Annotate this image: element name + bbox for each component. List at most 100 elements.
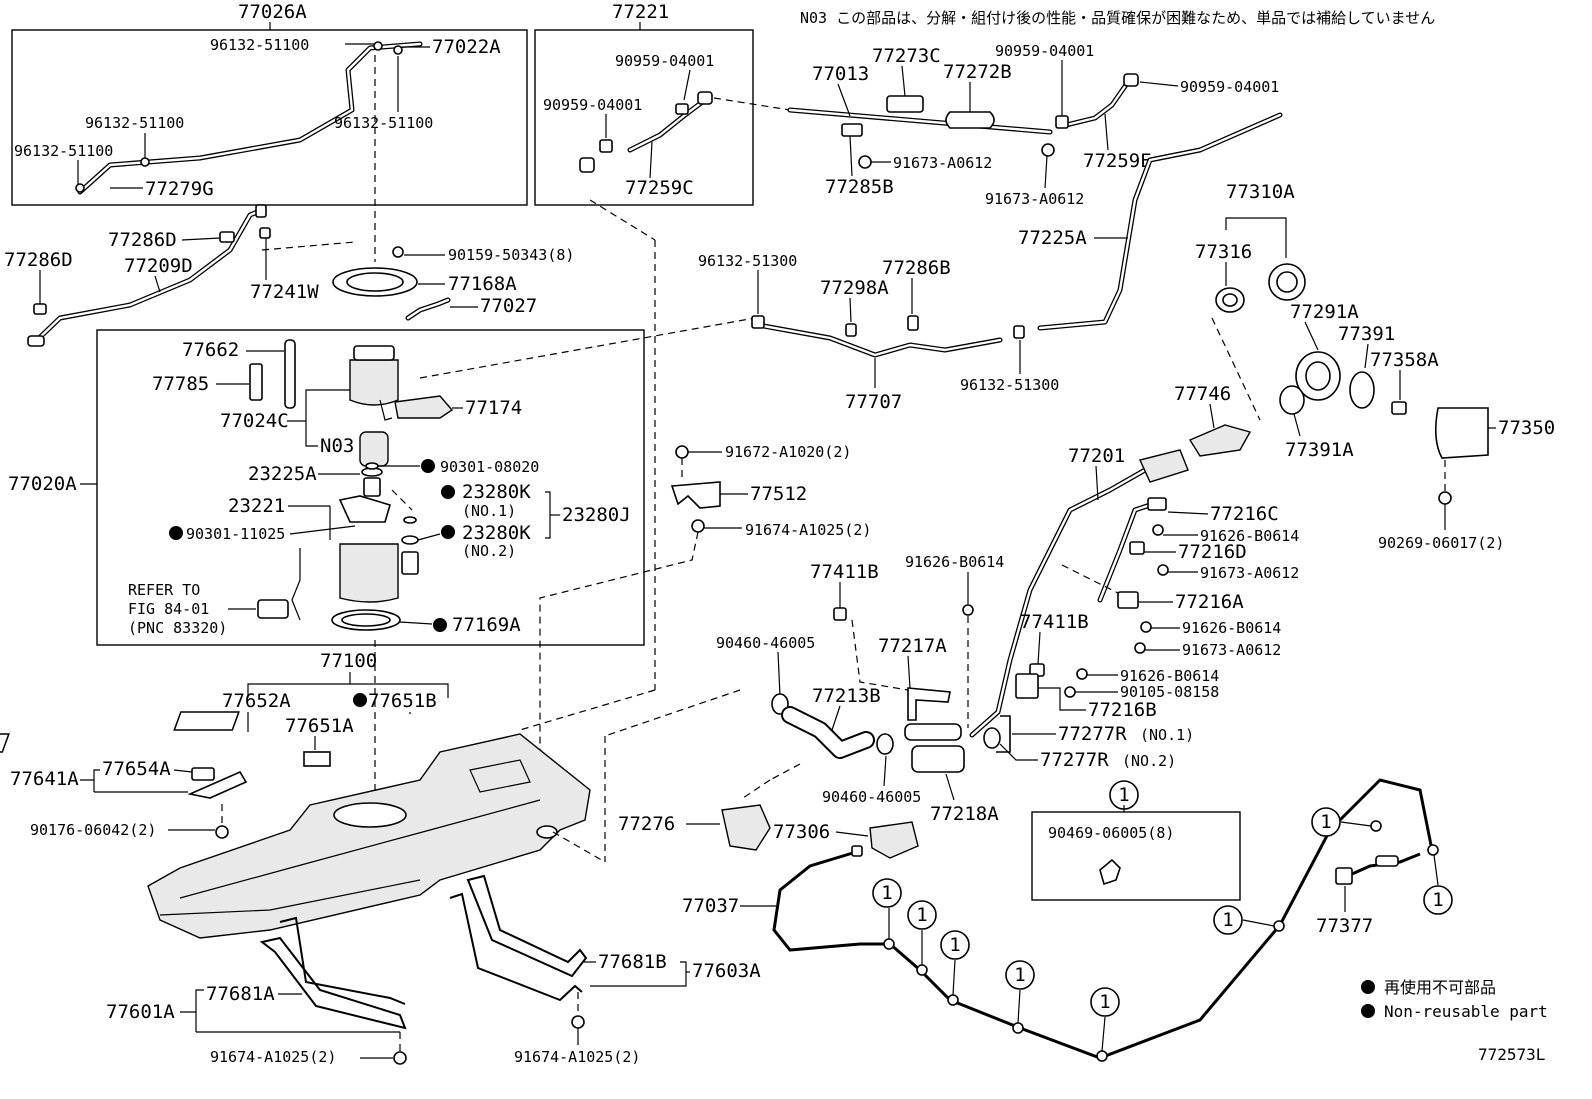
legend-marker-en <box>1361 1004 1375 1018</box>
label-96132-51100-d: 96132-51100 <box>14 142 113 160</box>
part-77651B <box>173 711 240 731</box>
label-96132-51300-a: 96132-51300 <box>698 252 797 270</box>
part-77641A <box>187 770 248 799</box>
label-90959-04001-b: 90959-04001 <box>543 96 642 114</box>
group-77310A: 77310A 77316 77291A 77391 77358A 77350 9… <box>1174 181 1555 552</box>
label-77168A: 77168A <box>448 273 517 295</box>
label-77027: 77027 <box>480 295 537 317</box>
label-77259C: 77259C <box>625 177 694 199</box>
group-box-77020A <box>96 329 645 646</box>
label-90159-50343: 90159-50343(8) <box>448 246 574 264</box>
label-77641A: 77641A <box>10 768 79 790</box>
ref-callout-leader-7 <box>1242 919 1275 927</box>
label-77024C: 77024C <box>220 410 289 432</box>
group-77013: 77013 77273C 77272B 90959-04001 90959-04… <box>713 42 1279 208</box>
part-77276 <box>721 804 771 851</box>
part-77100-fuel-tank <box>147 733 591 939</box>
label-91673-A0612-a: 91673-A0612 <box>893 154 992 172</box>
label-96132-51300-b: 96132-51300 <box>960 376 1059 394</box>
label-77259E: 77259E <box>1083 150 1152 172</box>
label-77216D: 77216D <box>1178 541 1247 563</box>
ref-callout-leader-4 <box>952 959 956 996</box>
label-77272B: 77272B <box>943 61 1012 83</box>
part-77651A <box>303 751 331 767</box>
group-box-77221 <box>534 29 754 206</box>
group-77512: 91672-A1020(2) 77512 91674-A1025(2) <box>539 443 871 790</box>
ref-callout-label-3: 1 <box>916 904 927 926</box>
ref-callout-circle-4 <box>940 930 970 960</box>
label-77654A: 77654A <box>102 758 171 780</box>
ref-callout-circle-3 <box>907 900 937 930</box>
part-N03 <box>359 431 389 467</box>
part-77377-connector <box>1335 867 1353 885</box>
label-77391: 77391 <box>1338 323 1395 345</box>
label-77217A: 77217A <box>878 635 947 657</box>
label-90176-06042: 90176-06042(2) <box>30 821 156 839</box>
ref-callout-leader-9 <box>1433 854 1439 886</box>
part-77272B <box>945 111 995 129</box>
group-straps: 77681A 77601A 91674-A1025(2) 77681B 7760… <box>106 874 761 1066</box>
label-23225A: 23225A <box>248 463 317 485</box>
label-77013: 77013 <box>812 63 869 85</box>
part-77746 <box>1188 424 1252 457</box>
group-77377: 77377 <box>1316 852 1421 937</box>
group-77221: 77221 90959-04001 90959-04001 77259C <box>534 1 754 206</box>
ref-callout-circle-8 <box>1311 807 1341 837</box>
label-91673-A0612-d: 91673-A0612 <box>1182 641 1281 659</box>
group-77037: 77276 77306 77037 <box>618 763 1434 1060</box>
label-77241W: 77241W <box>250 281 319 303</box>
label-77350: 77350 <box>1498 417 1555 439</box>
label-90460-46005-a: 90460-46005 <box>716 634 815 652</box>
label-77512: 77512 <box>750 483 807 505</box>
ref-callout-leader-8 <box>1340 821 1372 827</box>
label-91626-B0614-a: 91626-B0614 <box>1200 527 1299 545</box>
label-77298A: 77298A <box>820 277 889 299</box>
part-77218A <box>911 745 965 773</box>
part-77024C <box>349 359 399 406</box>
group-77026A: 77026A 96132-51100 77022A 96132-51100 96… <box>11 1 528 206</box>
group-77225A: 77225A <box>1018 112 1283 331</box>
label-90959-04001-a: 90959-04001 <box>615 52 714 70</box>
ref-callout-label-8: 1 <box>1320 811 1331 833</box>
part-77391 <box>1349 371 1375 409</box>
part-77216C <box>1147 497 1167 511</box>
label-96132-51100-c: 96132-51100 <box>334 114 433 132</box>
label-77316: 77316 <box>1195 241 1252 263</box>
part-77174 <box>394 395 454 419</box>
ref-callout-leader-6 <box>1101 1016 1106 1052</box>
label-91674-A1025-b: 91674-A1025(2) <box>514 1048 640 1066</box>
label-91626-B0614-c: 91626-B0614 <box>1182 619 1281 637</box>
label-91673-A0612-c: 91673-A0612 <box>1200 564 1299 582</box>
label-77707: 77707 <box>845 391 902 413</box>
label-N03: N03 <box>320 435 354 457</box>
label-77785: 77785 <box>152 373 209 395</box>
part-reservoir <box>339 543 399 603</box>
label-23280K-no1-sub: (NO.1) <box>462 502 516 520</box>
label-90959-04001-c: 90959-04001 <box>995 42 1094 60</box>
label-96132-51100-a: 96132-51100 <box>210 36 309 54</box>
label-77169A: 77169A <box>452 614 521 636</box>
label-77276: 77276 <box>618 813 675 835</box>
ref-callout-label-9: 1 <box>1432 889 1443 911</box>
ref-callout-label-1: 1 <box>1118 784 1129 806</box>
legend-marker-ja <box>1361 980 1375 994</box>
label-77286D-b: 77286D <box>4 249 73 271</box>
wire-clamp-markers <box>883 820 1439 1062</box>
part-77652A <box>0 733 10 753</box>
ref-callout-circle-9 <box>1423 885 1453 915</box>
label-77310A: 77310A <box>1226 181 1295 203</box>
label-77285B: 77285B <box>825 176 894 198</box>
label-23280J: 23280J <box>562 504 631 526</box>
label-77277R-no1: 77277R <box>1058 723 1127 745</box>
part-77216B <box>1015 673 1039 699</box>
group-77209D: 77286D 77286D 77209D 77241W <box>4 204 356 347</box>
label-23280K-no1: 23280K <box>462 481 531 503</box>
label-77026A: 77026A <box>238 1 307 23</box>
label-77746: 77746 <box>1174 383 1231 405</box>
label-77291A: 77291A <box>1290 301 1359 323</box>
part-23221 <box>338 495 391 523</box>
label-77279G: 77279G <box>145 178 214 200</box>
part-77785 <box>249 363 263 401</box>
ref-callout-label-4: 1 <box>949 934 960 956</box>
